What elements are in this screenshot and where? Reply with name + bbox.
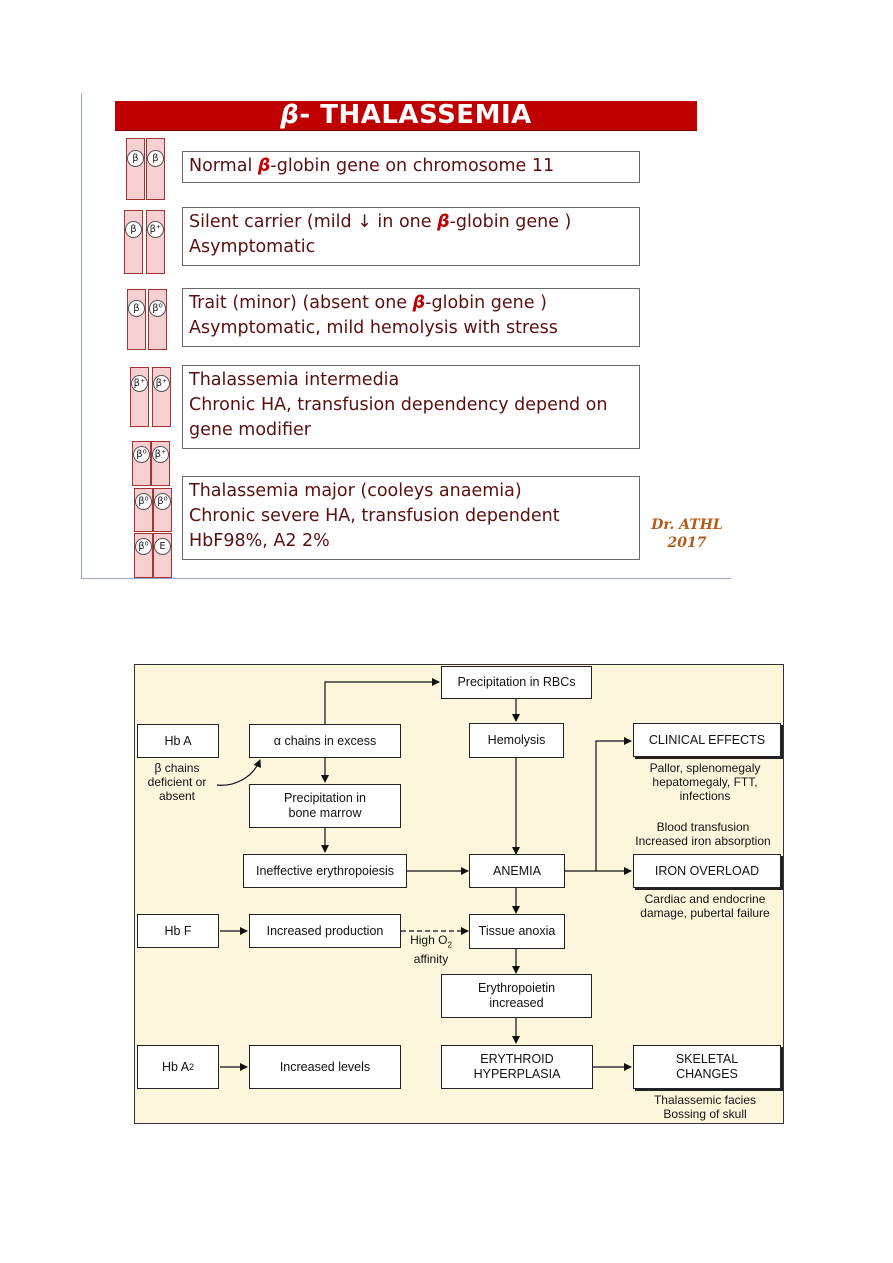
chromosome: E (153, 533, 172, 578)
node-anemia: ANEMIA (469, 854, 565, 888)
node-ineffective-erythropoiesis: Ineffective erythropoiesis (243, 854, 407, 888)
allele: β⁺ (152, 446, 169, 463)
allele: β⁺ (131, 375, 148, 392)
flow-arrows (216, 678, 632, 1071)
chromosome: β (146, 138, 165, 200)
gene-row-normal: Normal β-globin gene on chromosome 11 (182, 151, 640, 183)
node-tissue-anoxia: Tissue anoxia (469, 914, 565, 949)
node-iron-overload: IRON OVERLOAD (633, 854, 781, 888)
chromosome: β (126, 138, 145, 200)
node-hemolysis: Hemolysis (469, 723, 564, 758)
chromosome: β (124, 210, 143, 274)
node-clinical-effects: CLINICAL EFFECTS (633, 723, 781, 757)
gene-row-trait: Trait (minor) (absent one β-globin gene … (182, 288, 640, 347)
author-signature: Dr. ATHL 2017 (651, 517, 723, 551)
chromosome: β⁺ (130, 367, 149, 427)
allele: β (127, 150, 144, 167)
slide-border (81, 93, 82, 579)
chromosome: β⁰ (148, 289, 167, 350)
chromosome: β⁰ (134, 488, 153, 532)
thalassemia-slide: β- THALASSEMIA β β Normal β-globin gene … (0, 0, 893, 600)
allele: β (128, 300, 145, 317)
gene-row-silent-carrier: Silent carrier (mild ↓ in one β-globin g… (182, 207, 640, 266)
node-increased-levels: Increased levels (249, 1045, 401, 1089)
chromosome: β⁺ (151, 441, 170, 486)
allele: β (147, 150, 164, 167)
gene-row-major: Thalassemia major (cooleys anaemia) Chro… (182, 476, 640, 560)
allele: β⁰ (135, 493, 152, 510)
allele: β⁰ (133, 446, 150, 463)
allele: β⁺ (153, 375, 170, 392)
gene-row-intermedia: Thalassemia intermedia Chronic HA, trans… (182, 365, 640, 449)
chromosome: β (127, 289, 146, 350)
chromosome: β⁰ (132, 441, 151, 486)
slide-title: β- THALASSEMIA (115, 101, 697, 131)
chromosome: β⁺ (146, 210, 165, 274)
allele: β⁰ (135, 538, 152, 555)
chromosome: β⁰ (153, 488, 172, 532)
allele: β⁰ (154, 493, 171, 510)
note-high-o2: High O2 affinity (410, 933, 452, 967)
pathophysiology-flowchart: Hb A α chains in excess Precipitation in… (134, 664, 784, 1124)
node-hbf: Hb F (137, 914, 219, 948)
node-increased-production: Increased production (249, 914, 401, 948)
allele: E (154, 538, 171, 555)
allele: β⁺ (147, 221, 164, 238)
chromosome: β⁺ (152, 367, 171, 427)
node-hba: Hb A (137, 724, 219, 758)
chromosome: β⁰ (134, 533, 153, 578)
slide-border (81, 578, 731, 579)
node-precipitation-rbc: Precipitation in RBCs (441, 666, 592, 699)
allele: β⁰ (149, 300, 166, 317)
allele: β (125, 221, 142, 238)
node-alpha-excess: α chains in excess (249, 724, 401, 758)
